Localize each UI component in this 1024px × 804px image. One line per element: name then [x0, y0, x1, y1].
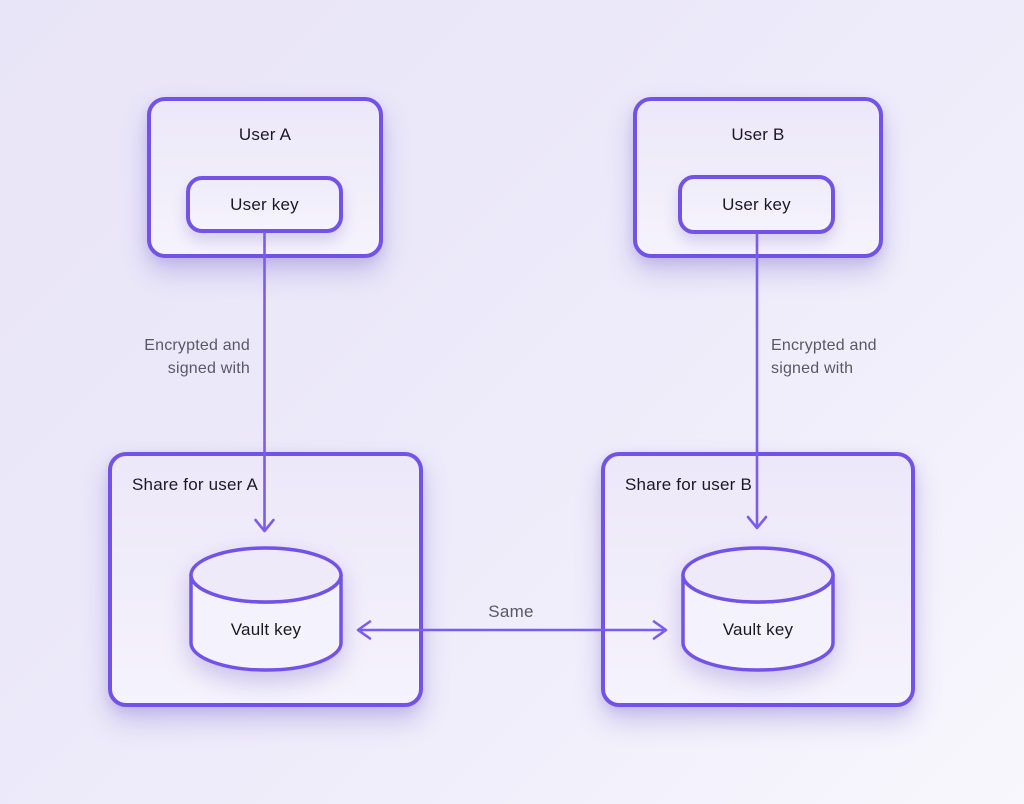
user-b-title: User B	[731, 125, 785, 144]
share-a-title: Share for user A	[132, 475, 259, 494]
user-b-key-label: User key	[722, 194, 791, 214]
vault-a-label: Vault key	[230, 620, 302, 639]
user-b-key-box: User key	[678, 175, 835, 234]
vault-b-cylinder-icon	[678, 545, 838, 682]
vault-a-cylinder-icon	[186, 545, 346, 682]
edge-b-label: Encrypted and signed with	[771, 334, 971, 380]
user-a-key-box: User key	[186, 176, 343, 233]
user-a-title: User A	[238, 125, 292, 144]
edge-a-label-line2: signed with	[167, 360, 250, 377]
edge-b-label-line2: signed with	[771, 360, 854, 377]
user-a-key-label: User key	[230, 194, 299, 214]
edge-b-label-line1: Encrypted and	[771, 337, 877, 354]
vault-b-label: Vault key	[722, 620, 794, 639]
edge-a-label: Encrypted and signed with	[50, 334, 250, 380]
share-b-title: Share for user B	[625, 475, 752, 494]
edge-a-label-line1: Encrypted and	[144, 337, 250, 354]
same-edge-label: Same	[488, 602, 534, 621]
